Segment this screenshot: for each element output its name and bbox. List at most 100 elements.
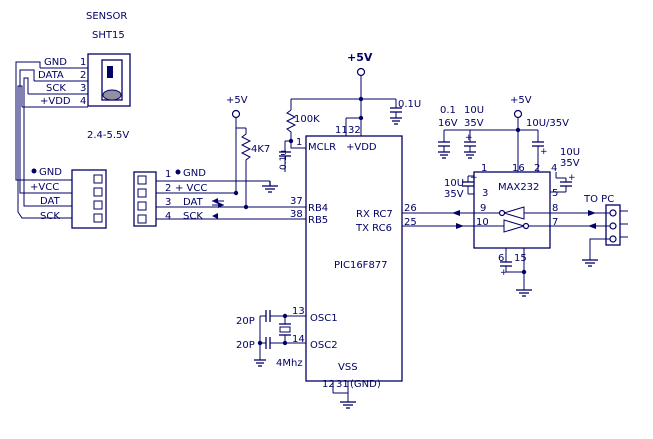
sensor-cable-wires <box>15 61 41 219</box>
tx-buffer-icon <box>503 219 526 233</box>
sensor-pin-data: DATA <box>38 70 64 81</box>
pic-pin-vss: VSS <box>338 362 358 373</box>
db9-pin-rx <box>609 222 617 230</box>
pc-rx-arrow-icon <box>588 223 596 229</box>
max-pin-8: 8 <box>552 203 558 214</box>
to-pc-label: TO PC <box>583 194 614 205</box>
pic-part-label: PIC16F877 <box>334 260 388 271</box>
c-decouple-label: 0.1U <box>398 99 421 110</box>
cable-label-vcc: +VCC <box>30 182 59 193</box>
db9-pin-gnd <box>609 235 617 243</box>
pic-body <box>305 135 403 382</box>
conn-pin-4-num: 4 <box>165 211 171 222</box>
uart-lines <box>402 210 474 229</box>
pic-pin-12-num: 12 <box>322 379 335 390</box>
max232-chip: MAX232 1 16 2 4 3 5 9 10 8 7 6 15 <box>473 163 558 264</box>
max232-body <box>473 171 551 249</box>
svg-text:+: + <box>500 268 508 278</box>
max232-part-label: MAX232 <box>498 182 539 193</box>
sensor-pin-vdd: +VDD <box>40 96 71 107</box>
sensor-element <box>102 89 122 101</box>
max-pin-10: 10 <box>476 217 489 228</box>
pic-pin-25-num: 25 <box>404 217 417 228</box>
gnd-marker-dot-2 <box>175 169 181 175</box>
pullup-rail-label: +5V <box>226 95 248 106</box>
pic-pin-31-num: 31 <box>336 379 349 390</box>
pic-gnd-note: (GND) <box>350 379 381 390</box>
pic-pin-vdd: +VDD <box>346 142 377 153</box>
pic-pin-11-num: 11 <box>335 125 348 136</box>
max-pin-3: 3 <box>482 188 488 199</box>
pic-pin-37-num: 37 <box>290 196 303 207</box>
pcb-connector: 1 GND 2 + VCC 3 DAT 4 SCK <box>133 168 224 227</box>
max-pin-6: 6 <box>498 253 504 264</box>
pullup-resistor: +5V 4K7 <box>226 95 270 210</box>
vcc-terminal-mcu <box>356 67 366 77</box>
sensor-pin-4-num: 4 <box>80 96 86 107</box>
cable-connector-left: GND +VCC DAT SCK <box>26 167 107 229</box>
sensor-supply-range: 2.4-5.5V <box>87 130 129 141</box>
mclr-network: 100K 0.1u <box>279 99 320 172</box>
r-pullup-label: 4K7 <box>251 144 270 155</box>
vss-ground <box>332 381 356 409</box>
rx-arrow-icon <box>452 210 460 216</box>
c-max-d-volt: 35V <box>560 158 580 169</box>
pic-pin-32-num: 32 <box>348 125 361 136</box>
mcu-rail-label: +5V <box>347 51 373 64</box>
pic-pin-14-num: 14 <box>292 334 305 345</box>
c-max-d-value: 10U <box>560 147 580 158</box>
sensor-title: SENSOR <box>86 11 127 22</box>
sensor-body <box>87 53 131 107</box>
pic-pin-osc1: OSC1 <box>310 313 338 324</box>
max-pin-1: 1 <box>481 163 487 174</box>
max-pin-5: 5 <box>552 188 558 199</box>
db9-pin-tx <box>609 209 617 217</box>
sck-arrow-icon <box>212 213 218 219</box>
cable-plug-body <box>71 169 107 229</box>
ground-symbol-connector <box>262 181 278 193</box>
max-pin-9: 9 <box>480 203 486 214</box>
sensor-pin-2-num: 2 <box>80 70 86 81</box>
pic-pin-1-num: 1 <box>296 137 302 148</box>
c-osc1-label: 20P <box>236 316 255 327</box>
c-max-c-label: 10U/35V <box>526 118 569 129</box>
max-pin-15: 15 <box>514 253 527 264</box>
conn-pin-3-name: DAT <box>183 197 204 208</box>
conn-pin-1-num: 1 <box>165 169 171 180</box>
svg-text:+: + <box>540 147 548 157</box>
c-osc2-label: 20P <box>236 340 255 351</box>
cable-label-dat: DAT <box>40 196 61 207</box>
max-pin-4: 4 <box>551 163 557 174</box>
conn-pin-2-name: + VCC <box>175 183 207 194</box>
pic-pin-rc7: RX RC7 <box>356 209 393 220</box>
pic16f877-chip: PIC16F877 1 MCLR 11 32 +VDD 37 RB4 38 RB… <box>290 125 417 390</box>
max232-supply: +5V 0.1 16V + 10U 35V + 10U/35V <box>438 95 580 297</box>
oscillator-section: 20P 20P 4Mhz <box>236 310 306 369</box>
pic-pin-rb5: RB5 <box>308 215 328 226</box>
db9-body <box>605 204 621 246</box>
to-pc-connector: TO PC <box>550 194 628 267</box>
r-mclr-label: 100K <box>294 114 320 125</box>
c-max-b-volt: 35V <box>464 118 484 129</box>
c-mclr-label: 0.1u <box>279 150 289 170</box>
gnd-marker-dot <box>31 168 37 174</box>
vcc-terminal-max <box>513 109 523 119</box>
max-pin-2: 2 <box>534 163 540 174</box>
conn-pin-1-name: GND <box>183 168 206 179</box>
sensor-pin-gnd: GND <box>44 57 67 68</box>
pic-pin-13-num: 13 <box>292 306 305 317</box>
max-pin-7: 7 <box>552 217 558 228</box>
pic-pin-mclr: MCLR <box>308 142 336 153</box>
pic-pin-rc6: TX RC6 <box>355 223 392 234</box>
sensor-part: SHT15 <box>92 30 125 41</box>
cable-label-gnd: GND <box>39 167 62 178</box>
svg-text:+: + <box>470 173 478 183</box>
sensor-sht15: SENSOR SHT15 GND 1 DATA 2 SCK 3 +VDD 4 2… <box>22 11 131 141</box>
pc-tx-arrow-icon <box>588 210 596 216</box>
c-max-e-value: 10U <box>444 178 464 189</box>
c-max-a-volt: 16V <box>438 118 458 129</box>
vcc-terminal-pullup <box>231 109 241 119</box>
tx-arrow-icon <box>456 223 464 229</box>
pcb-header-body <box>133 171 157 227</box>
